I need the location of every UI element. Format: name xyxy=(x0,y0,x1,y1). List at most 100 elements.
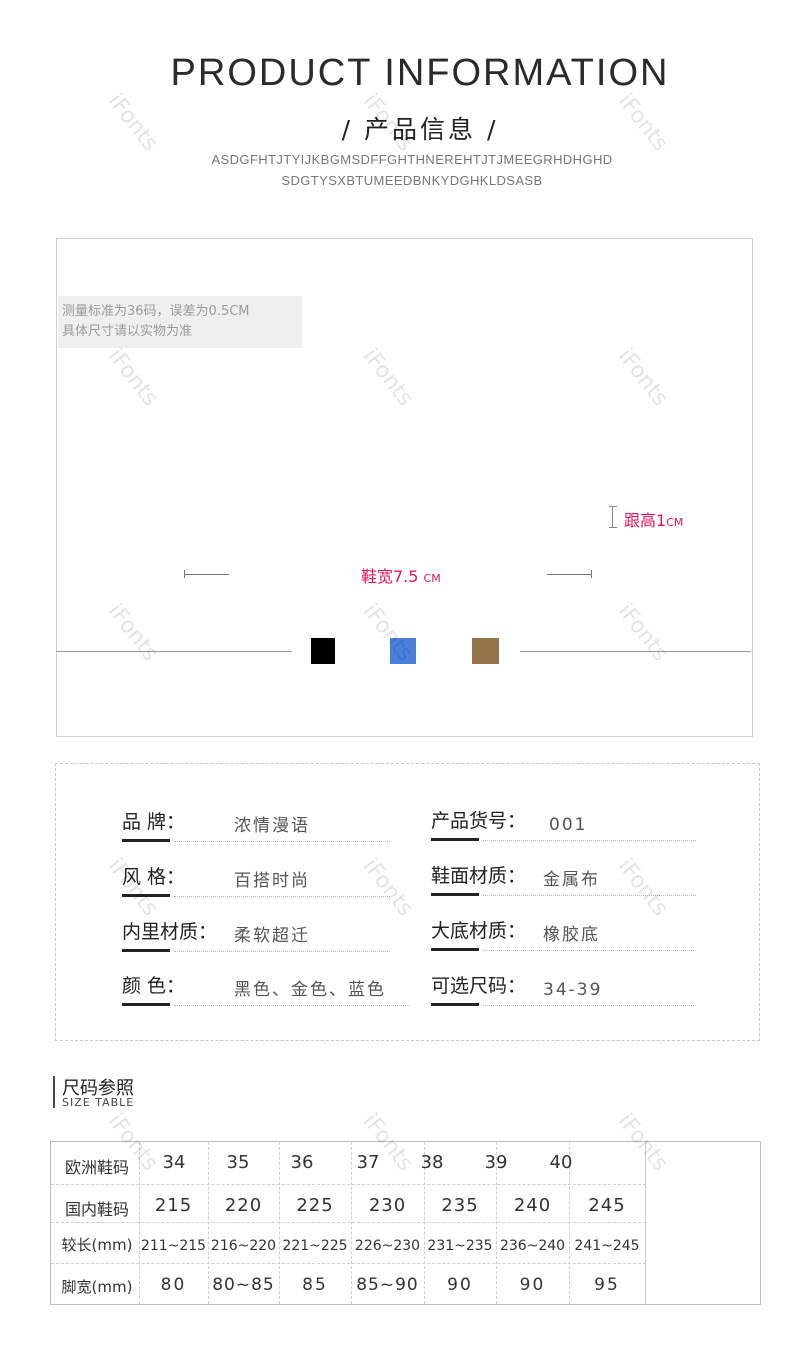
info-sole: 大底材质： 橡胶底 xyxy=(431,915,696,951)
info-underline xyxy=(431,948,479,951)
info-dotted-line xyxy=(174,951,390,952)
heel-height-marker xyxy=(609,506,617,528)
page-subtitle: / 产品信息 / xyxy=(341,115,499,144)
info-upper: 鞋面材质： 金属布 xyxy=(431,860,696,896)
row-header-length: 较长(mm) xyxy=(61,1236,133,1254)
cell-length: 216~220 xyxy=(210,1238,277,1254)
info-underline xyxy=(122,1003,170,1006)
row-header-eu: 欧洲鞋码 xyxy=(64,1158,129,1177)
divider-left xyxy=(56,651,292,652)
shoe-width-label: 鞋宽7.5 CM xyxy=(361,563,441,587)
info-color: 颜 色： 黑色、金色、蓝色 xyxy=(122,970,410,1006)
color-swatch-blue[interactable] xyxy=(390,638,416,664)
cell-cn: 225 xyxy=(296,1195,334,1216)
size-table: 欧洲鞋码 34 35 36 37 38 39 40 国内鞋码 215 220 2… xyxy=(50,1141,761,1305)
info-style-value: 百搭时尚 xyxy=(234,871,310,891)
col-divider xyxy=(645,1142,646,1304)
col-divider xyxy=(424,1142,425,1304)
info-lining-value: 柔软超迁 xyxy=(234,926,310,946)
heel-height-unit: CM xyxy=(666,516,684,529)
info-sizes-value: 34-39 xyxy=(543,980,603,1000)
info-style-label: 风 格： xyxy=(122,866,186,888)
cell-eu: 38 xyxy=(420,1152,444,1173)
cell-cn: 215 xyxy=(154,1195,193,1216)
cell-width: 85 xyxy=(302,1275,328,1295)
row-header-width: 脚宽(mm) xyxy=(61,1278,133,1296)
info-dotted-line xyxy=(483,1005,696,1006)
cell-cn: 235 xyxy=(441,1195,479,1216)
info-dotted-line xyxy=(483,895,696,896)
cell-length: 241~245 xyxy=(574,1238,640,1254)
shoe-width-unit: CM xyxy=(423,572,441,585)
cell-cn: 245 xyxy=(588,1195,626,1216)
cell-length: 226~230 xyxy=(354,1238,421,1254)
info-underline xyxy=(122,894,170,897)
col-divider xyxy=(351,1142,352,1304)
row-divider xyxy=(51,1222,646,1223)
width-line-right xyxy=(547,574,592,575)
cell-eu: 39 xyxy=(484,1152,508,1173)
color-swatch-brown[interactable] xyxy=(472,638,499,664)
section-accent-bar xyxy=(53,1076,55,1108)
info-dotted-line xyxy=(174,841,390,842)
info-color-label: 颜 色： xyxy=(122,975,186,997)
heel-height-label: 跟高1CM xyxy=(624,507,683,531)
cell-eu: 40 xyxy=(549,1152,573,1173)
note-line-1: 测量标准为36码，误差为0.5CM xyxy=(62,304,250,319)
cell-length: 236~240 xyxy=(499,1238,566,1254)
col-divider xyxy=(496,1142,497,1304)
info-underline xyxy=(431,893,479,896)
cell-cn: 230 xyxy=(368,1195,407,1216)
row-divider xyxy=(51,1263,646,1264)
row-header-cn: 国内鞋码 xyxy=(64,1200,129,1219)
cell-length: 231~235 xyxy=(427,1238,493,1254)
color-swatch-black[interactable] xyxy=(311,638,335,664)
info-sku-label: 产品货号： xyxy=(431,810,527,832)
cell-width: 80 xyxy=(160,1275,187,1295)
info-underline xyxy=(431,838,479,841)
cell-width: 90 xyxy=(519,1275,546,1295)
col-divider xyxy=(208,1142,209,1304)
product-info-box xyxy=(55,763,760,1041)
col-divider xyxy=(139,1142,140,1304)
info-brand-label: 品 牌： xyxy=(122,811,186,833)
shoe-width-value: 鞋宽7.5 xyxy=(361,567,419,586)
info-dotted-line xyxy=(174,1005,410,1006)
info-sku-value: 001 xyxy=(549,815,588,835)
info-sku: 产品货号： 001 xyxy=(431,805,696,841)
info-color-value: 黑色、金色、蓝色 xyxy=(234,980,386,1000)
info-underline xyxy=(431,1003,479,1006)
info-lining: 内里材质： 柔软超迁 xyxy=(122,916,390,952)
info-dotted-line xyxy=(483,950,696,951)
col-divider xyxy=(569,1142,570,1304)
info-dotted-line xyxy=(174,896,390,897)
note-line-2: 具体尺寸请以实物为准 xyxy=(62,324,193,339)
col-divider xyxy=(279,1142,280,1304)
info-sizes-label: 可选尺码： xyxy=(431,975,527,997)
cell-width: 95 xyxy=(594,1275,620,1295)
info-brand-value: 浓情漫语 xyxy=(234,816,310,836)
info-lining-label: 内里材质： xyxy=(122,921,218,943)
row-divider xyxy=(51,1184,646,1185)
info-style: 风 格： 百搭时尚 xyxy=(122,861,390,897)
heel-height-value: 跟高1 xyxy=(624,511,667,530)
info-underline xyxy=(122,839,170,842)
width-tick-right xyxy=(591,570,592,578)
cell-length: 211~215 xyxy=(140,1238,207,1254)
page-title: PRODUCT INFORMATION xyxy=(170,52,670,94)
cell-width: 90 xyxy=(447,1275,473,1295)
info-upper-value: 金属布 xyxy=(543,870,600,890)
cell-cn: 220 xyxy=(224,1195,263,1216)
size-table-title: 尺码参照 xyxy=(62,1078,134,1099)
cell-length: 221~225 xyxy=(282,1238,348,1254)
measurement-note: 测量标准为36码，误差为0.5CM 具体尺寸请以实物为准 xyxy=(58,296,302,348)
info-sole-value: 橡胶底 xyxy=(543,925,600,945)
info-brand: 品 牌： 浓情漫语 xyxy=(122,806,390,842)
info-dotted-line xyxy=(483,840,696,841)
code-line-2: SDGTYSXBTUMEEDBNKYDGHKLDSASB xyxy=(281,173,543,188)
size-table-subtitle: SIZE TABLE xyxy=(62,1096,135,1109)
info-sizes: 可选尺码： 34-39 xyxy=(431,970,696,1006)
cell-width: 85~90 xyxy=(356,1275,419,1295)
cell-cn: 240 xyxy=(513,1195,552,1216)
info-sole-label: 大底材质： xyxy=(431,920,527,942)
